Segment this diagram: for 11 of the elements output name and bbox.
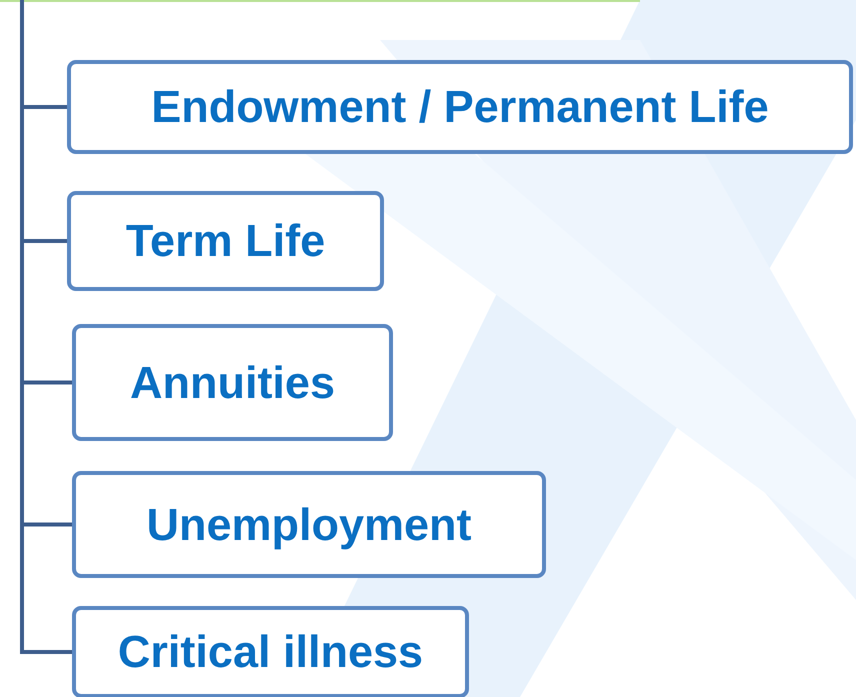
category-box bbox=[67, 60, 853, 154]
connector-line bbox=[20, 0, 72, 654]
category-box bbox=[72, 471, 546, 578]
category-label: Term Life bbox=[126, 215, 326, 267]
category-label: Annuities bbox=[130, 356, 335, 408]
category-label: Endowment / Permanent Life bbox=[151, 81, 769, 133]
category-box bbox=[72, 324, 393, 441]
category-box bbox=[72, 606, 469, 697]
category-box bbox=[67, 191, 384, 291]
category-label: Critical illness bbox=[118, 626, 424, 678]
category-label: Unemployment bbox=[146, 498, 472, 550]
